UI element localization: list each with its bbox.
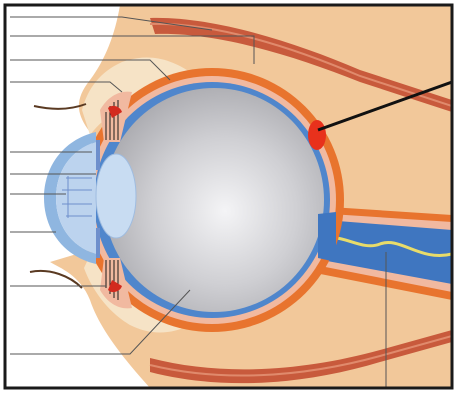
macula-marker xyxy=(308,120,326,150)
lens xyxy=(96,154,136,238)
vitreous-body xyxy=(104,88,324,312)
optic-disc xyxy=(318,212,336,262)
